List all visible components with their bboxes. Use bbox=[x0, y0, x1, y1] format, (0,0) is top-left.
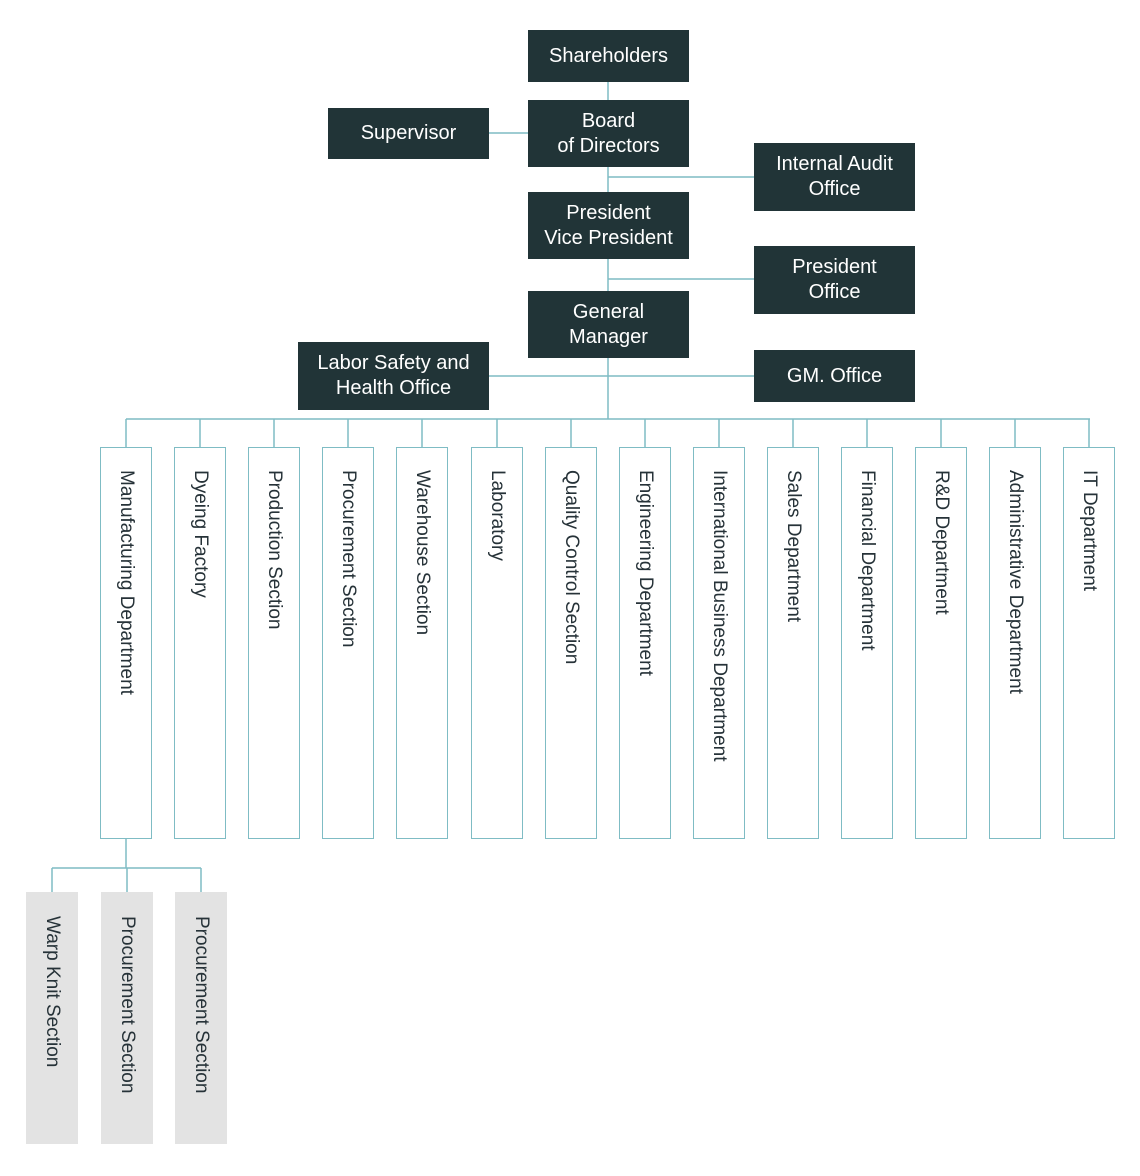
shareholders-label: Shareholders bbox=[549, 44, 668, 67]
department-label: R&D Department bbox=[931, 470, 952, 615]
department-label: Procurement Section bbox=[338, 470, 359, 648]
department-box: Engineering Department bbox=[619, 447, 671, 839]
board-of-directors-box: Board of Directors bbox=[528, 100, 689, 167]
general-manager-box: General Manager bbox=[528, 291, 689, 358]
department-label: Quality Control Section bbox=[561, 470, 582, 665]
internal-audit-office-label: Internal Audit Office bbox=[776, 153, 893, 200]
supervisor-box: Supervisor bbox=[328, 108, 489, 159]
department-box: Laboratory bbox=[471, 447, 523, 839]
shareholders-box: Shareholders bbox=[528, 30, 689, 82]
department-label: Engineering Department bbox=[635, 470, 656, 676]
department-box: R&D Department bbox=[915, 447, 967, 839]
internal-audit-office-box: Internal Audit Office bbox=[754, 143, 915, 211]
department-label: Sales Department bbox=[783, 470, 804, 623]
president-box: President Vice President bbox=[528, 192, 689, 259]
department-label: Production Section bbox=[264, 470, 285, 630]
department-label: International Business Department bbox=[709, 470, 730, 762]
manufacturing-section-label: Procurement Section bbox=[191, 916, 212, 1094]
department-box: Manufacturing Department bbox=[100, 447, 152, 839]
department-box: Warehouse Section bbox=[396, 447, 448, 839]
president-office-label: President Office bbox=[792, 256, 877, 303]
department-label: Financial Department bbox=[857, 470, 878, 651]
department-box: IT Department bbox=[1063, 447, 1115, 839]
department-label: Dyeing Factory bbox=[190, 470, 211, 598]
department-box: Quality Control Section bbox=[545, 447, 597, 839]
labor-safety-office-box: Labor Safety and Health Office bbox=[298, 342, 489, 410]
department-box: International Business Department bbox=[693, 447, 745, 839]
gm-office-box: GM. Office bbox=[754, 350, 915, 402]
manufacturing-section-label: Procurement Section bbox=[117, 916, 138, 1094]
manufacturing-section-box: Warp Knit Section bbox=[26, 892, 78, 1144]
manufacturing-section-label: Warp Knit Section bbox=[42, 916, 63, 1068]
president-office-box: President Office bbox=[754, 246, 915, 314]
department-box: Production Section bbox=[248, 447, 300, 839]
department-label: IT Department bbox=[1079, 470, 1100, 592]
supervisor-label: Supervisor bbox=[360, 122, 457, 144]
general-manager-label: General Manager bbox=[569, 300, 648, 348]
department-label: Warehouse Section bbox=[412, 470, 433, 636]
department-box: Sales Department bbox=[767, 447, 819, 839]
manufacturing-section-box: Procurement Section bbox=[101, 892, 153, 1144]
department-label: Administrative Department bbox=[1005, 470, 1026, 694]
board-of-directors-label: Board of Directors bbox=[557, 109, 660, 157]
department-box: Administrative Department bbox=[989, 447, 1041, 839]
president-label: President Vice President bbox=[544, 201, 673, 249]
gm-office-label: GM. Office bbox=[786, 364, 883, 387]
manufacturing-section-box: Procurement Section bbox=[175, 892, 227, 1144]
department-box: Financial Department bbox=[841, 447, 893, 839]
department-box: Dyeing Factory bbox=[174, 447, 226, 839]
department-label: Laboratory bbox=[487, 470, 508, 561]
department-label: Manufacturing Department bbox=[116, 470, 137, 695]
department-box: Procurement Section bbox=[322, 447, 374, 839]
labor-safety-office-label: Labor Safety and Health Office bbox=[317, 352, 470, 399]
